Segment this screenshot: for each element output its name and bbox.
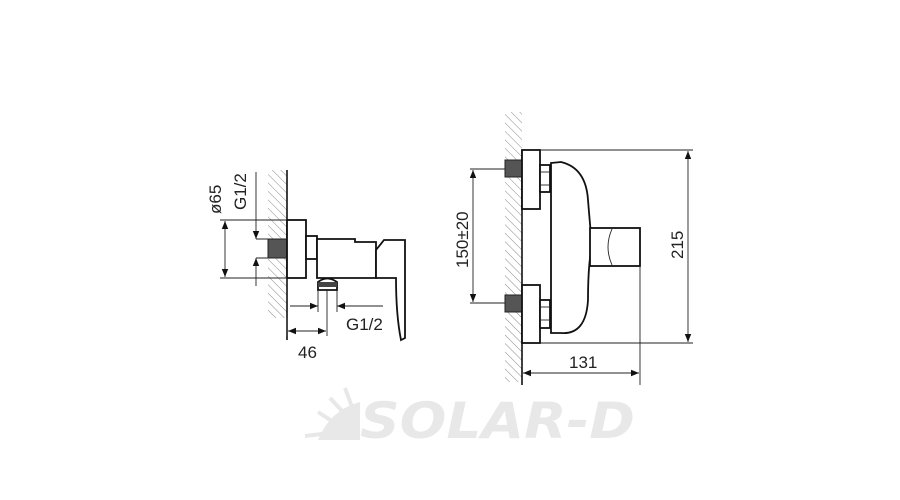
inlet-pipe-bottom — [504, 294, 523, 313]
dim-label-inlet-spacing: 150±20 — [453, 211, 472, 268]
dim-label-depth: 46 — [298, 343, 317, 362]
dim-label-projection: 131 — [569, 353, 597, 372]
dim-label-diameter: ø65 — [206, 185, 225, 214]
nut-bottom — [539, 299, 551, 329]
flange-top — [521, 149, 541, 210]
watermark-text: SOLAR-D — [360, 392, 635, 450]
flange-bottom — [521, 284, 541, 344]
wall-hatch — [505, 112, 522, 382]
dim-label-inlet-thread: G1/2 — [231, 173, 250, 210]
mixer-body — [316, 238, 377, 279]
side-view-drawing: ø65 G1/2 G1/2 46 — [206, 170, 406, 362]
mixer-body — [550, 161, 593, 334]
watermark-logo: SOLAR-D — [304, 387, 635, 450]
lever-handle — [375, 239, 406, 342]
dim-label-height: 215 — [668, 231, 687, 259]
lever-outlet — [589, 227, 641, 267]
dim-label-outlet-thread: G1/2 — [346, 315, 383, 334]
flange — [286, 219, 307, 279]
sun-icon — [304, 387, 360, 440]
outlet-thread — [318, 282, 337, 287]
inlet-pipe — [267, 238, 288, 259]
nut — [305, 235, 318, 260]
front-view-drawing: 150±20 215 131 — [453, 112, 693, 385]
lever-curve — [607, 228, 613, 266]
nut-top — [539, 164, 551, 193]
inlet-pipe-top — [504, 159, 523, 178]
